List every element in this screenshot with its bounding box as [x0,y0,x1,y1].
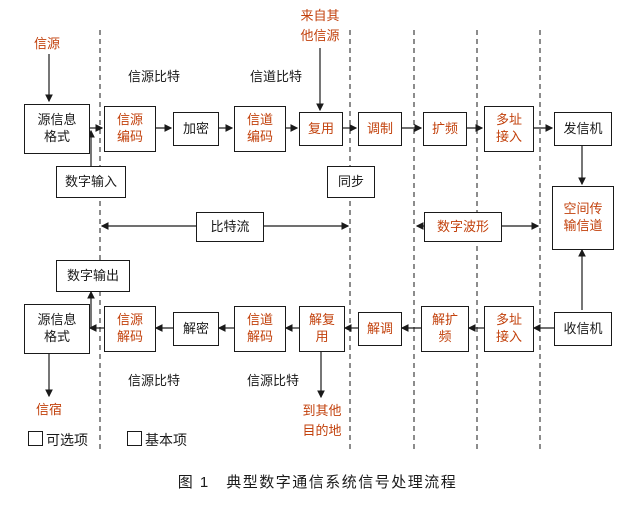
node-multiplex: 复用 [299,112,343,146]
legend-optional-swatch [28,431,43,446]
node-modulate: 调制 [358,112,402,146]
node-transmitter: 发信机 [554,112,612,146]
legend-optional-label: 可选项 [46,432,88,448]
node-source-format-rx: 源信息 格式 [24,304,90,354]
node-multiple-access-rx: 多址 接入 [484,306,534,352]
node-spread: 扩频 [423,112,467,146]
node-despread: 解扩 频 [421,306,469,352]
node-receiver: 收信机 [554,312,612,346]
label-to-other-destinations: 到其他 目的地 [302,403,342,438]
label-sink: 信宿 [36,402,63,417]
node-channel-encoder: 信道 编码 [234,106,286,152]
label-source: 信源 [34,36,61,51]
node-sync: 同步 [327,166,375,198]
label-from-other-sources: 来自其 他信源 [300,8,340,43]
node-demultiplex: 解复 用 [299,306,345,352]
label-channel-bits-top: 信道比特 [250,69,303,84]
node-channel-decoder: 信道 解码 [234,306,286,352]
node-encrypt: 加密 [173,112,219,146]
receive-chain-arrows [45,290,554,399]
node-source-decoder: 信源 解码 [104,306,156,352]
node-demodulate: 解调 [358,312,402,346]
transmit-chain-arrows [45,48,586,310]
node-digital-output: 数字输出 [56,260,130,292]
figure-caption: 图 1 典型数字通信系统信号处理流程 [177,474,458,491]
label-source-bits-bottom-left: 信源比特 [128,373,181,388]
node-bit-stream: 比特流 [196,212,264,242]
node-digital-input: 数字输入 [56,166,126,198]
node-decrypt: 解密 [173,312,219,346]
label-source-bits-bottom-right: 信源比特 [247,373,300,388]
node-source-format-tx: 源信息 格式 [24,104,90,154]
legend-basic-swatch [127,431,142,446]
node-source-encoder: 信源 编码 [104,106,156,152]
label-source-bits-top: 信源比特 [128,69,181,84]
legend-basic-label: 基本项 [145,432,187,448]
node-digital-waveform: 数字波形 [424,212,502,242]
node-multiple-access-tx: 多址 接入 [484,106,534,152]
node-space-channel: 空间传 输信道 [552,186,614,250]
